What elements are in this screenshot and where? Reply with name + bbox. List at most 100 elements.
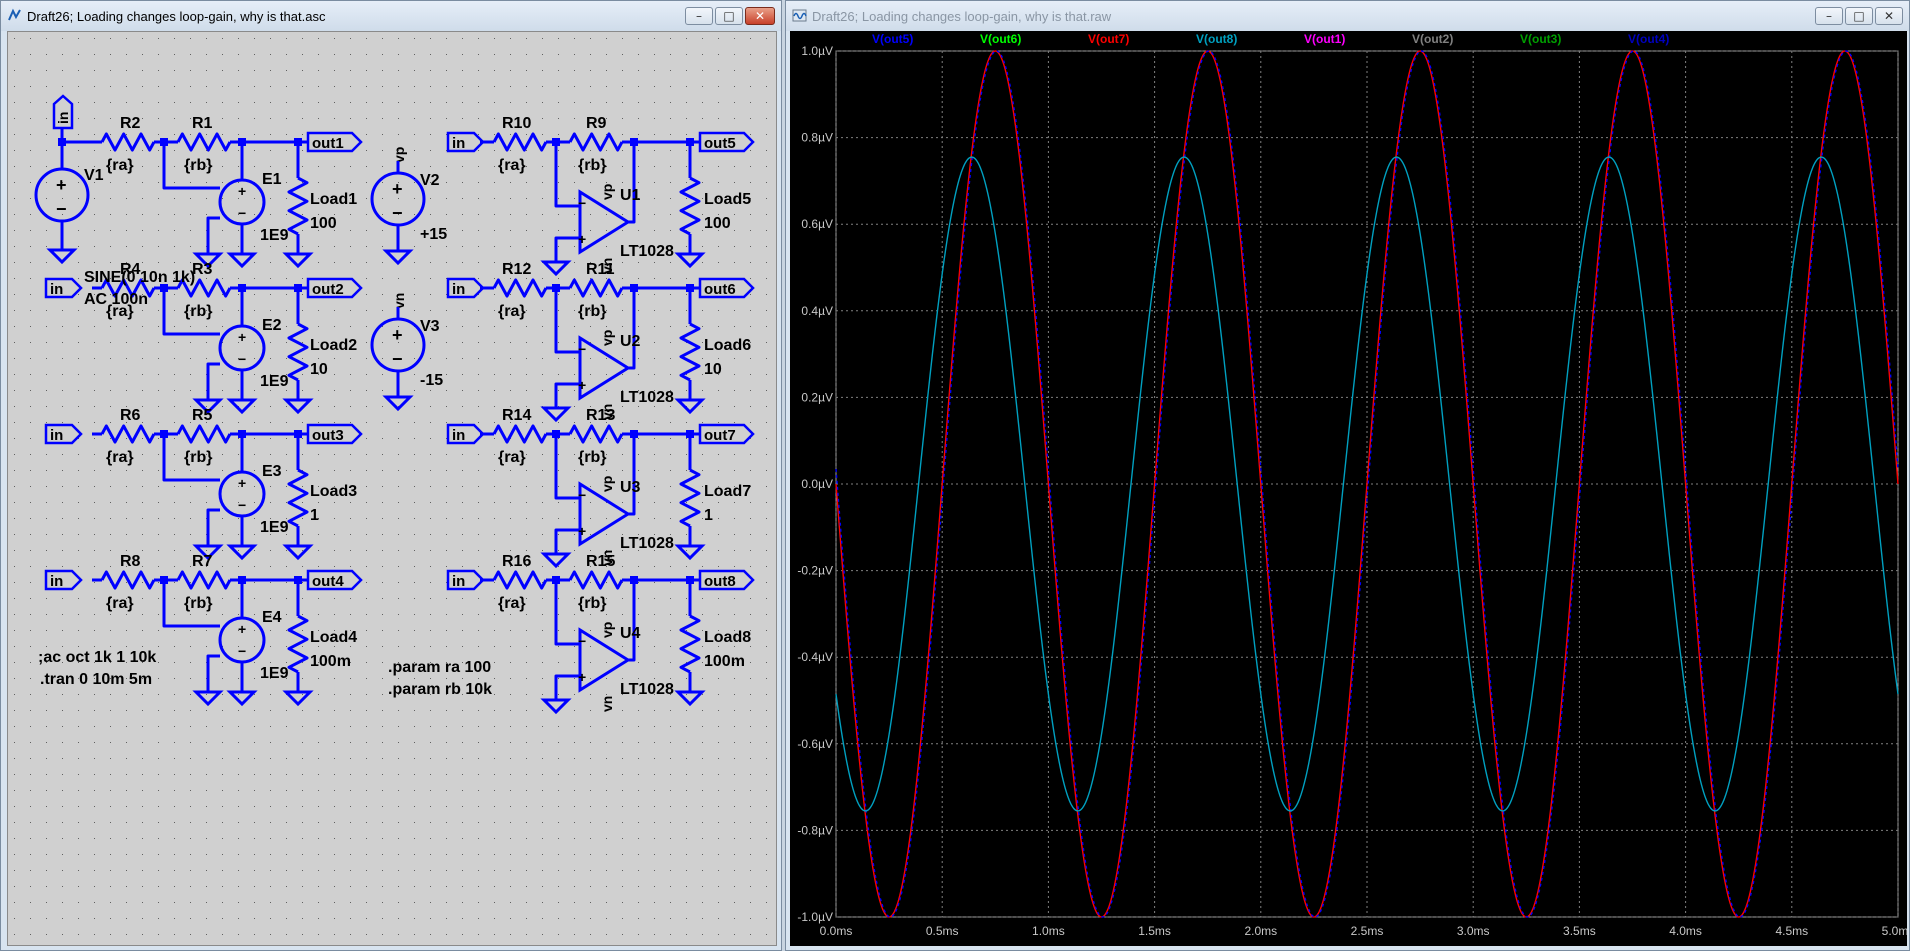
- grid-dot: [254, 438, 255, 439]
- grid-dot: [206, 502, 207, 503]
- grid-dot: [174, 326, 175, 327]
- grid-dot: [398, 902, 399, 903]
- grid-dot: [734, 246, 735, 247]
- grid-dot: [446, 742, 447, 743]
- grid-dot: [30, 614, 31, 615]
- grid-dot: [142, 726, 143, 727]
- grid-dot: [126, 470, 127, 471]
- grid-dot: [350, 342, 351, 343]
- grid-dot: [222, 790, 223, 791]
- grid-dot: [158, 438, 159, 439]
- grid-dot: [174, 598, 175, 599]
- grid-dot: [62, 406, 63, 407]
- grid-dot: [350, 742, 351, 743]
- grid-dot: [478, 694, 479, 695]
- opamp-symbol: [578, 481, 631, 547]
- grid-dot: [238, 310, 239, 311]
- grid-dot: [30, 198, 31, 199]
- grid-dot: [606, 470, 607, 471]
- grid-dot: [446, 54, 447, 55]
- wire: [679, 468, 701, 528]
- grid-dot: [158, 182, 159, 183]
- supply-v3[interactable]: vn+−V3-15: [370, 293, 443, 412]
- trace-vout5[interactable]: [835, 50, 1899, 918]
- grid-dot: [718, 854, 719, 855]
- minimize-button[interactable]: –: [1815, 7, 1843, 25]
- supply-v2[interactable]: vp+−V2+15: [370, 147, 447, 266]
- grid-dot: [670, 358, 671, 359]
- grid-dot: [590, 790, 591, 791]
- grid-dot: [254, 822, 255, 823]
- grid-dot: [254, 918, 255, 919]
- load-name: Load1: [310, 191, 357, 208]
- grid-dot: [190, 214, 191, 215]
- grid-dot: [414, 230, 415, 231]
- minimize-button[interactable]: –: [685, 7, 713, 25]
- grid-dot: [318, 726, 319, 727]
- grid-dot: [558, 550, 559, 551]
- grid-dot: [302, 134, 303, 135]
- wire: [554, 142, 580, 208]
- grid-dot: [414, 790, 415, 791]
- maximize-button[interactable]: □: [1845, 7, 1873, 25]
- grid-dot: [382, 694, 383, 695]
- grid-dot: [14, 166, 15, 167]
- close-button[interactable]: ✕: [745, 7, 775, 25]
- grid-dot: [62, 54, 63, 55]
- amplifier-name: E2: [262, 317, 282, 334]
- grid-dot: [110, 534, 111, 535]
- trace-legend[interactable]: V(out5)V(out6)V(out7)V(out8)V(out1)V(out…: [872, 32, 1669, 46]
- plus-sign: +: [578, 523, 586, 539]
- trace-vout7[interactable]: [835, 50, 1899, 918]
- grid-dot: [526, 118, 527, 119]
- grid-dot: [142, 534, 143, 535]
- grid-dot: [526, 134, 527, 135]
- grid-dot: [350, 422, 351, 423]
- grid-dot: [446, 774, 447, 775]
- maximize-button[interactable]: □: [715, 7, 743, 25]
- grid-dot: [190, 470, 191, 471]
- grid-dot: [366, 342, 367, 343]
- grid-dot: [718, 118, 719, 119]
- spice-directives[interactable]: ;ac oct 1k 1 10k.tran 0 10m 5m.param ra …: [38, 649, 492, 698]
- grid-dot: [350, 182, 351, 183]
- grid-dot: [222, 726, 223, 727]
- grid-dot: [542, 70, 543, 71]
- grid-dot: [574, 118, 575, 119]
- grid-dot: [558, 118, 559, 119]
- grid-dot: [638, 390, 639, 391]
- grid-dot: [446, 294, 447, 295]
- grid-dot: [158, 918, 159, 919]
- grid-dot: [222, 870, 223, 871]
- grid-dot: [190, 486, 191, 487]
- waveform-titlebar[interactable]: Draft26; Loading changes loop-gain, why …: [786, 1, 1909, 31]
- grid-dot: [238, 806, 239, 807]
- trace-vout8[interactable]: [835, 156, 1899, 812]
- close-button[interactable]: ✕: [1875, 7, 1903, 25]
- grid-dot: [190, 870, 191, 871]
- grid-dot: [30, 502, 31, 503]
- grid-dot: [46, 38, 47, 39]
- grid-dot: [30, 406, 31, 407]
- grid-dot: [702, 758, 703, 759]
- grid-dot: [398, 566, 399, 567]
- grid-dot: [142, 582, 143, 583]
- grid-dot: [622, 838, 623, 839]
- grid-dot: [110, 150, 111, 151]
- schematic-titlebar[interactable]: Draft26; Loading changes loop-gain, why …: [1, 1, 781, 31]
- vn-pin-label: vn: [599, 696, 615, 712]
- grid-dot: [190, 70, 191, 71]
